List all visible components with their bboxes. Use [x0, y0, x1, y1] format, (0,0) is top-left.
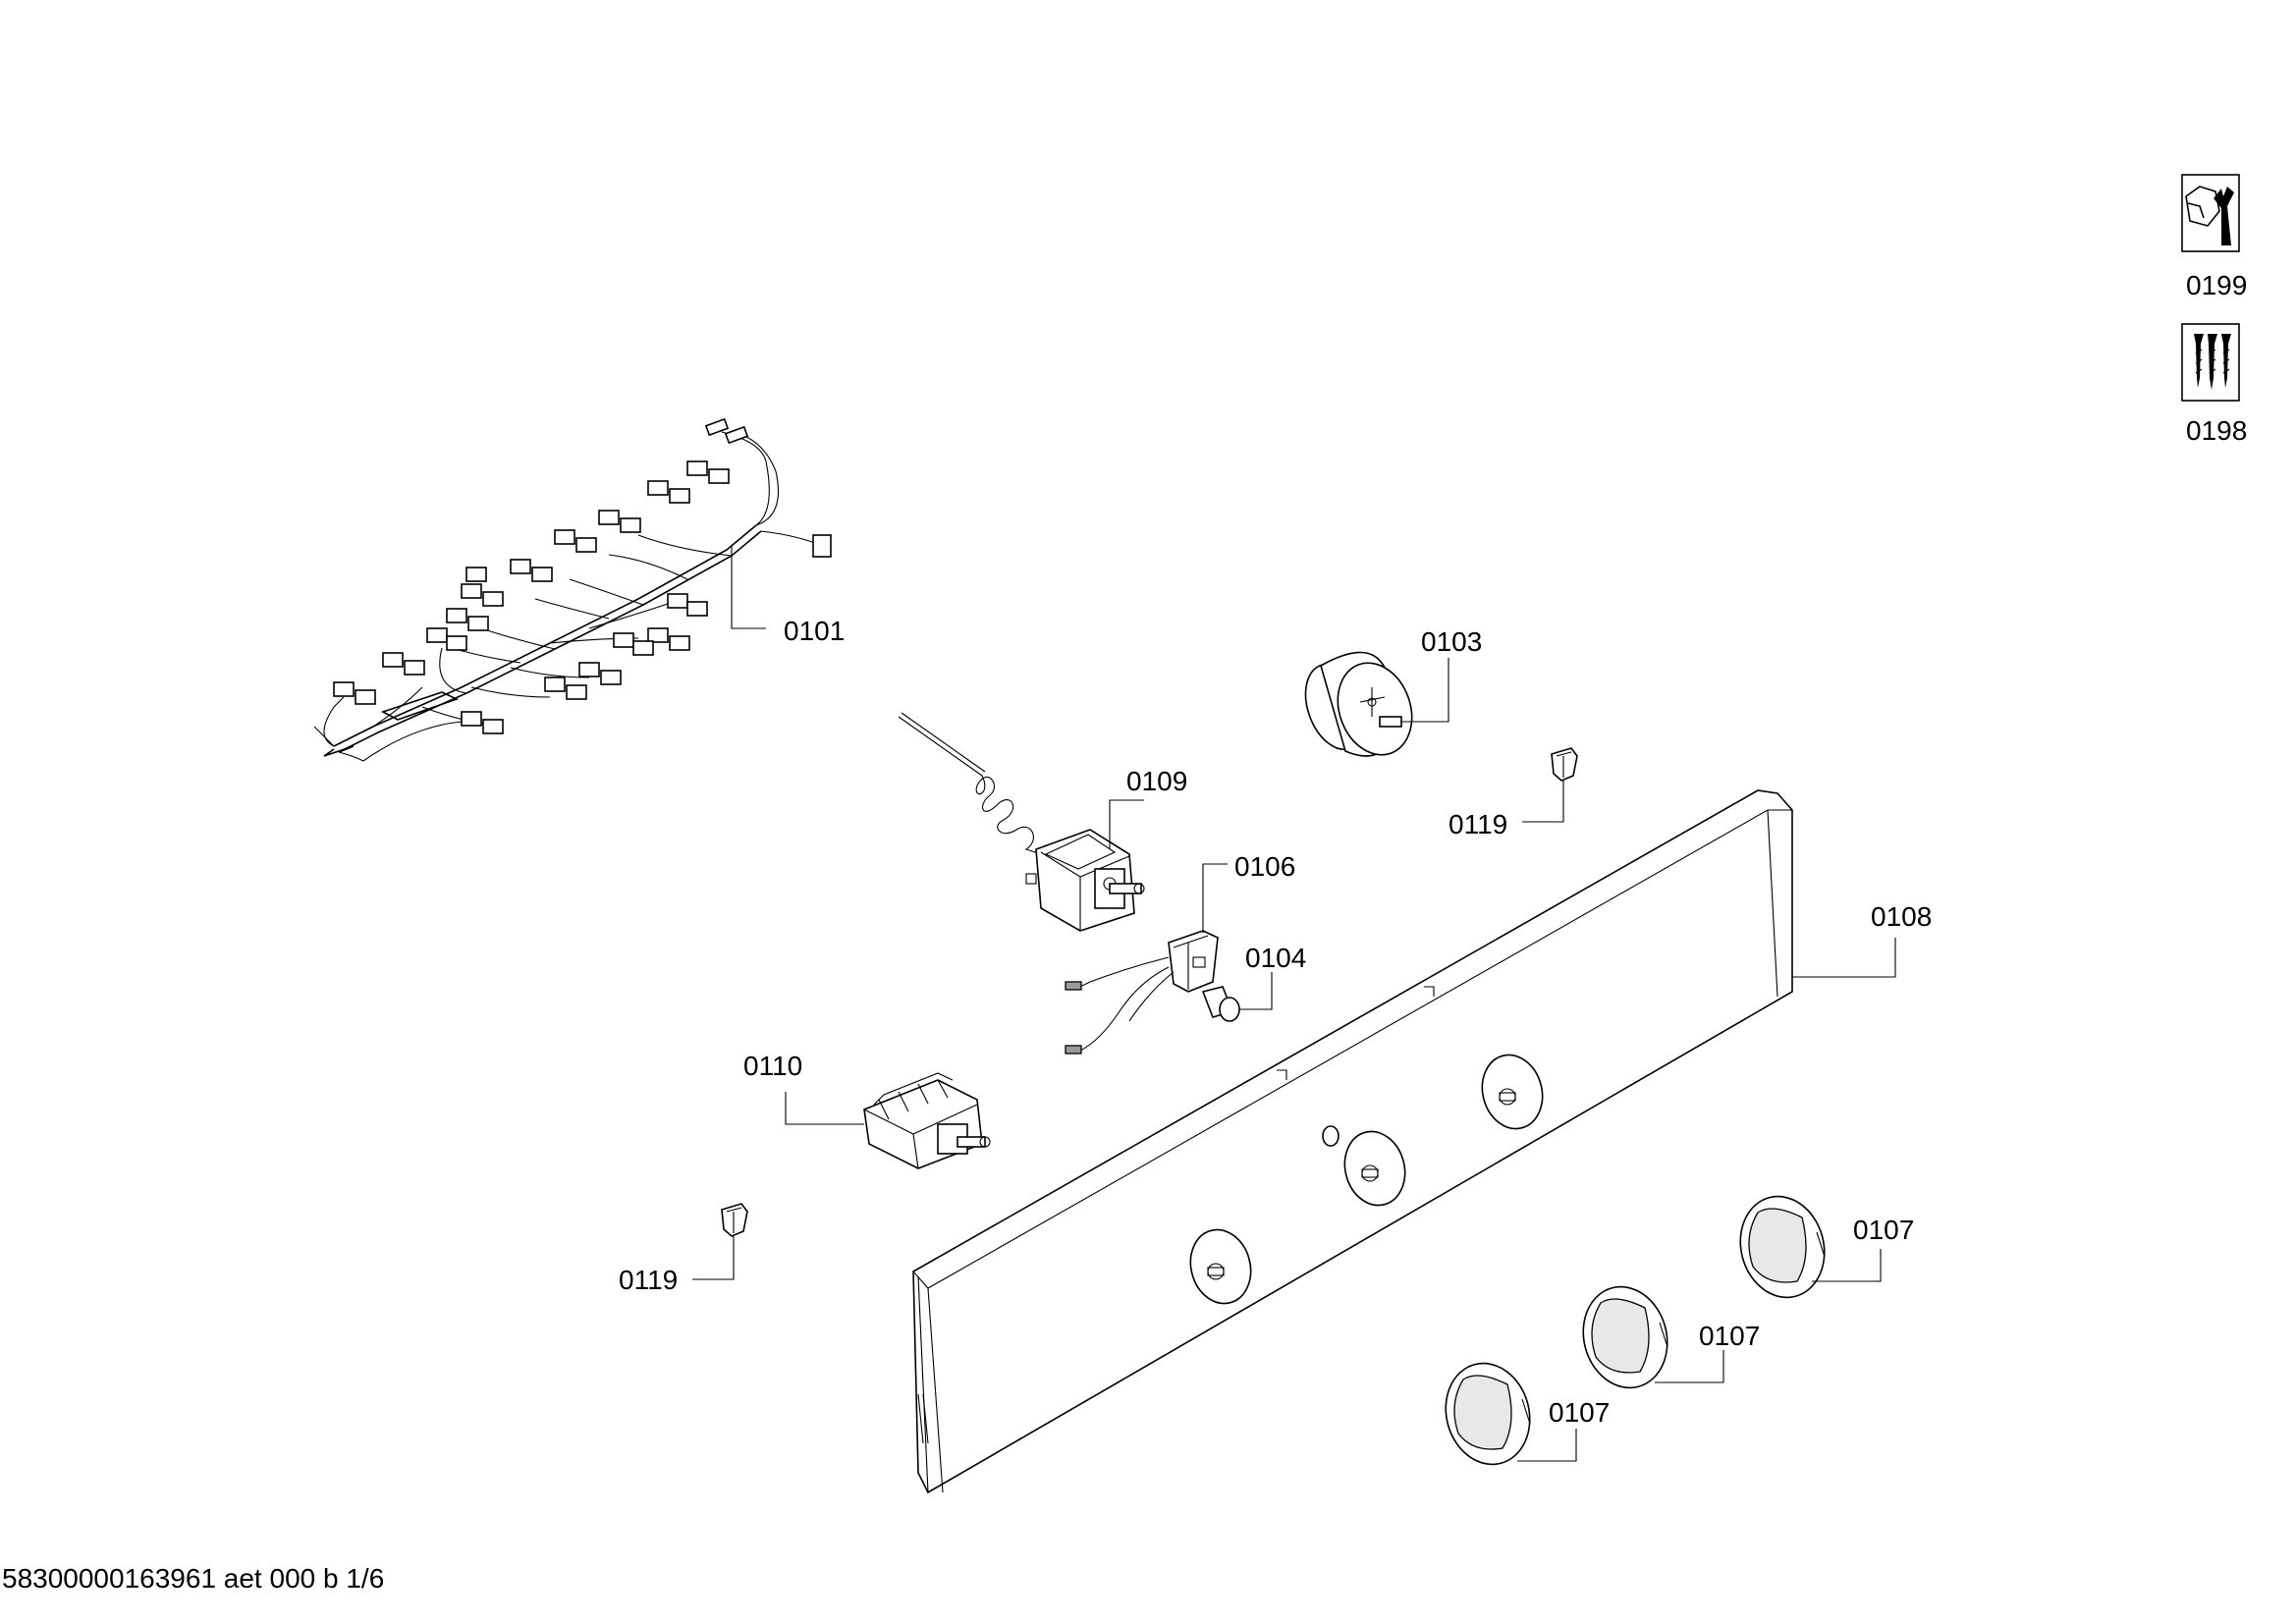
control-knob-right	[1739, 1195, 1826, 1299]
control-knob-middle	[1582, 1285, 1668, 1389]
document-code: 58300000163961 aet 000 b 1/6	[2, 1563, 385, 1594]
part-label-0101: 0101	[784, 616, 845, 646]
clip-upper	[1551, 747, 1578, 782]
part-label-0107-left: 0107	[1549, 1397, 1610, 1428]
part-label-0108: 0108	[1871, 901, 1932, 932]
clip-lower	[721, 1203, 748, 1237]
part-label-0109: 0109	[1126, 766, 1187, 796]
leader-0109	[1109, 799, 1144, 849]
timer-motor	[1304, 651, 1413, 757]
part-label-0110: 0110	[743, 1051, 802, 1081]
leader-0110	[785, 1092, 864, 1125]
part-label-0198: 0198	[2186, 415, 2247, 446]
part-label-0107-middle: 0107	[1699, 1321, 1760, 1351]
leader-0103	[1401, 658, 1449, 723]
rocker-switch	[1065, 930, 1219, 1055]
part-label-0103: 0103	[1421, 626, 1482, 657]
leader-0107-left	[1517, 1429, 1577, 1462]
leader-0107-middle	[1655, 1350, 1724, 1383]
screws-icon	[2181, 323, 2240, 402]
part-label-0104: 0104	[1245, 943, 1306, 973]
leader-0119-upper	[1522, 781, 1564, 823]
leader-0107-right	[1812, 1249, 1882, 1282]
part-label-0107-right: 0107	[1853, 1215, 1914, 1245]
part-label-0119-upper: 0119	[1449, 809, 1507, 839]
control-knob-left	[1445, 1362, 1531, 1466]
leader-0106	[1202, 863, 1228, 933]
leader-0108	[1792, 938, 1896, 978]
wiring-harness	[313, 417, 832, 762]
push-button	[1201, 986, 1240, 1022]
leader-0119-lower	[692, 1236, 735, 1280]
part-label-0106: 0106	[1234, 851, 1295, 882]
thermostat	[898, 712, 1145, 932]
wrench-nut-icon	[2181, 174, 2240, 252]
selector-switch	[863, 1072, 991, 1169]
part-label-0119-lower: 0119	[619, 1265, 678, 1295]
leader-0104	[1239, 972, 1273, 1010]
part-label-0199: 0199	[2186, 270, 2247, 300]
control-panel	[912, 789, 1793, 1494]
leader-0101	[731, 545, 766, 629]
